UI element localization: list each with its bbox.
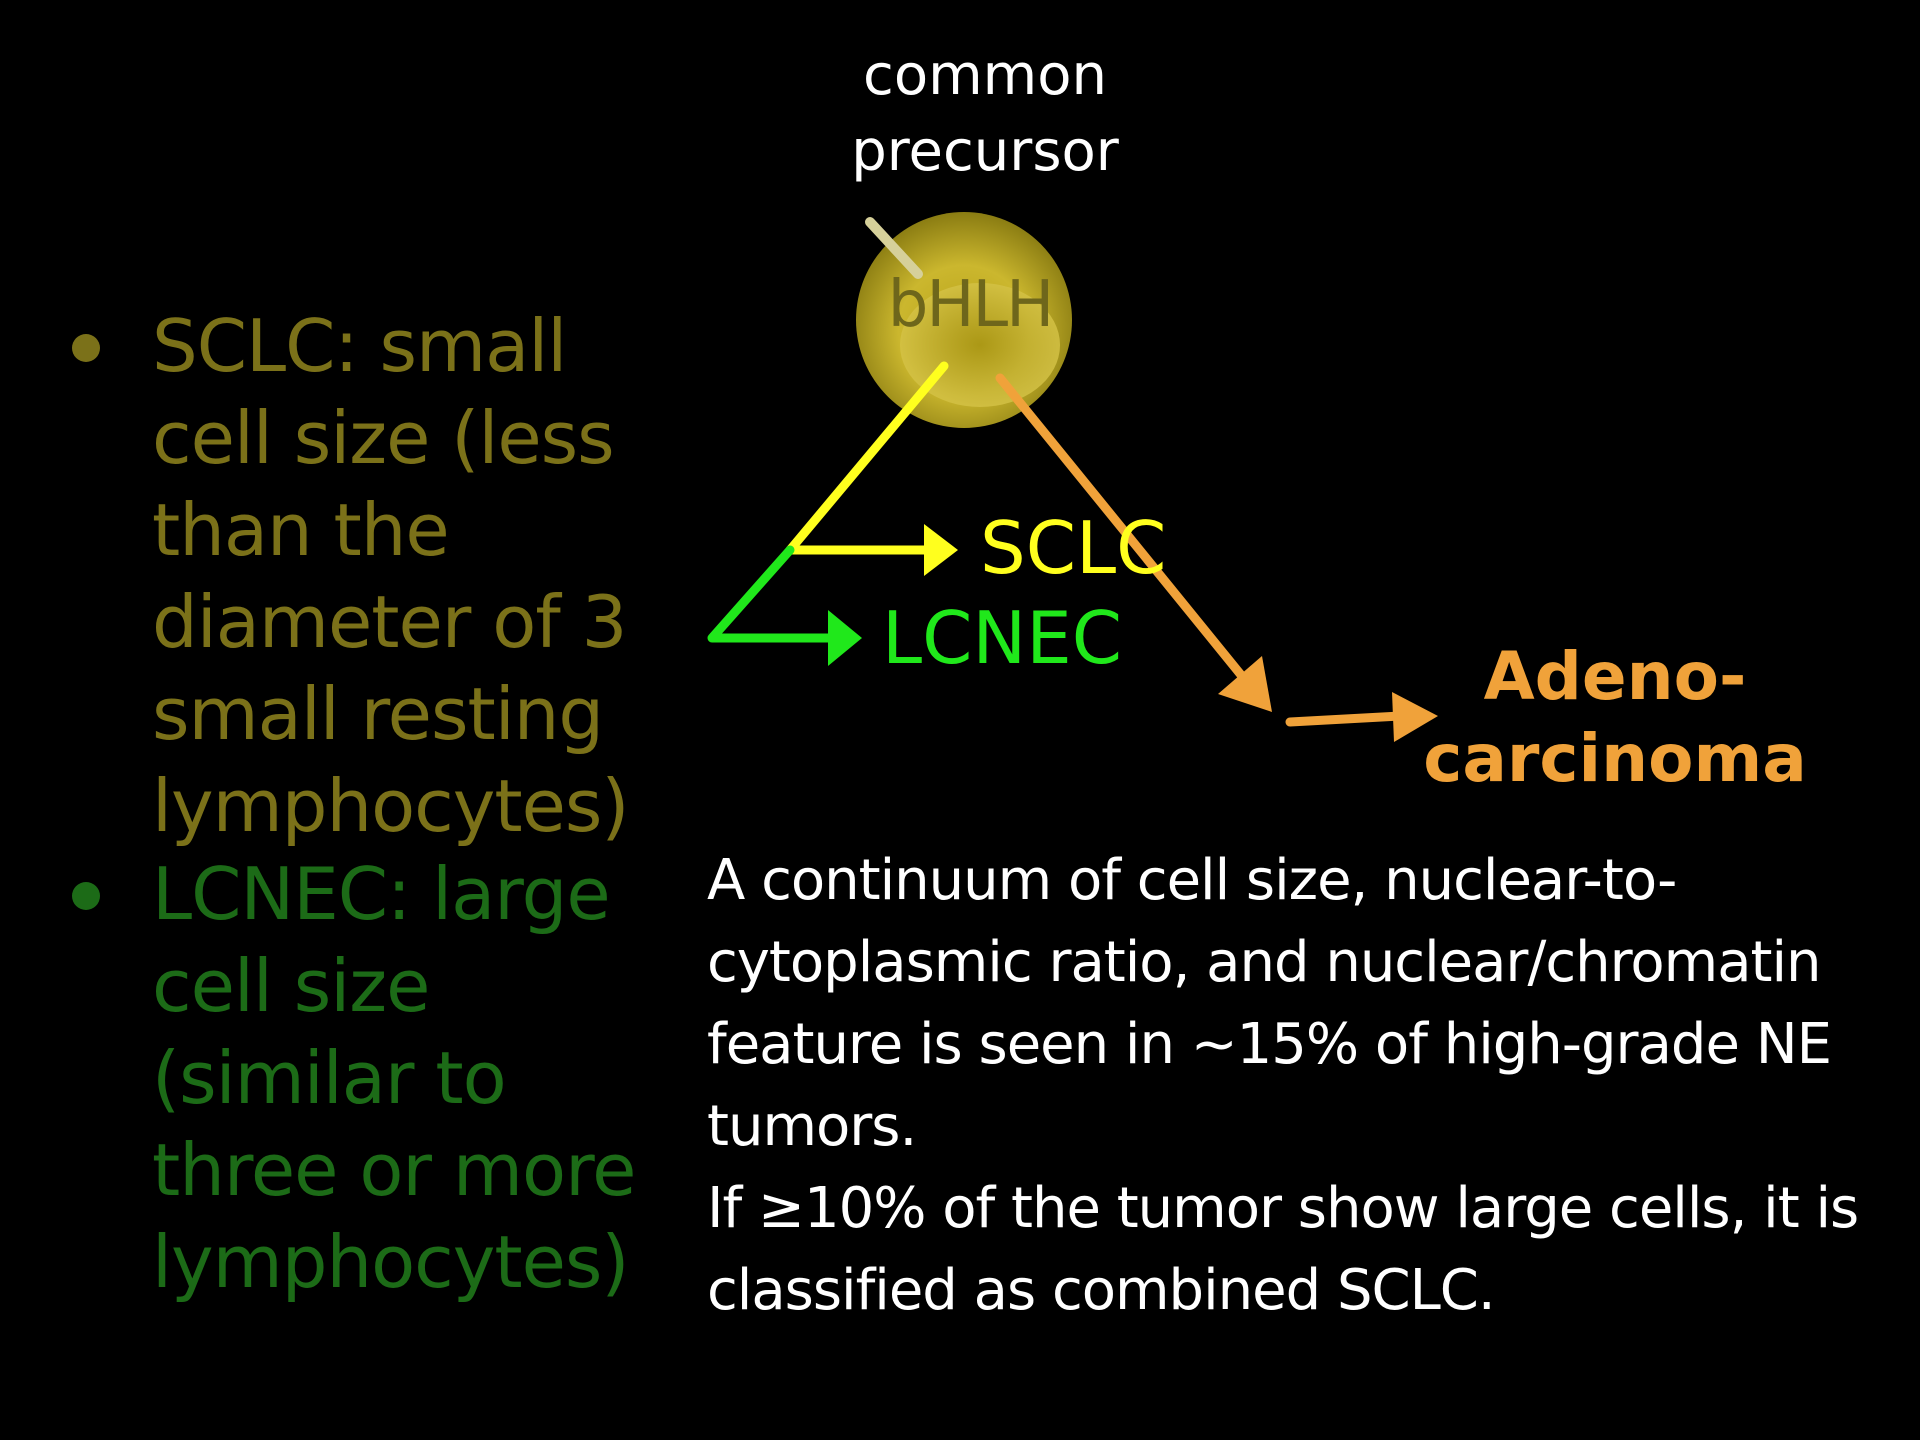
- bullet-lcnec: LCNEC: large cell size (similar to three…: [70, 848, 690, 1308]
- lcnec-arrowhead: [828, 610, 862, 666]
- lcnec-label: LCNEC: [882, 596, 1123, 680]
- adeno-arrow: [995, 373, 1438, 742]
- bullet-dot: [72, 334, 100, 362]
- bullet-list: SCLC: small cell size (less than the dia…: [70, 300, 690, 1308]
- description-line-2: If ≥10% of the tumor show large cells, i…: [707, 1176, 1859, 1323]
- sclc-label: SCLC: [980, 506, 1167, 590]
- bullet-dot: [72, 882, 100, 910]
- bullet-sclc: SCLC: small cell size (less than the dia…: [70, 300, 690, 852]
- pointer-line: [865, 217, 923, 279]
- description-paragraph: A continuum of cell size, nuclear-to-cyt…: [707, 840, 1907, 1332]
- bhlh-label: bHLH: [887, 268, 1055, 342]
- bullet-lcnec-text: LCNEC: large cell size (similar to three…: [152, 852, 636, 1304]
- precursor-cell: [856, 212, 1072, 428]
- bullet-sclc-text: SCLC: small cell size (less than the dia…: [152, 304, 629, 848]
- lcnec-arrow: [707, 545, 862, 666]
- adeno-arrowhead-horizontal: [1392, 692, 1438, 742]
- description-line-1: A continuum of cell size, nuclear-to-cyt…: [707, 848, 1832, 1159]
- precursor-label: common precursor: [851, 43, 1119, 184]
- adenocarcinoma-label: Adeno-carcinoma: [1423, 638, 1807, 797]
- sclc-arrowhead: [924, 524, 958, 576]
- adeno-arrowhead-diagonal: [1218, 656, 1272, 712]
